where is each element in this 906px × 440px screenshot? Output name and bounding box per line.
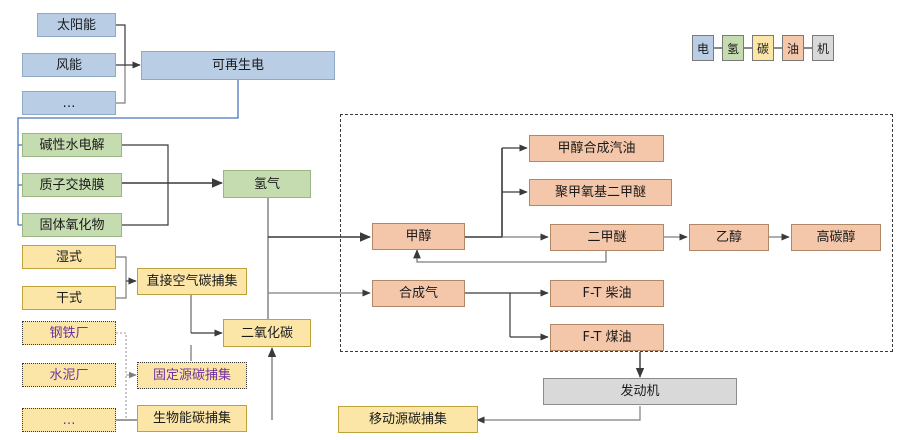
node-ft-diesel[interactable]: F-T 柴油 [550,280,664,307]
node-dry-sorbent[interactable]: 干式 [22,286,116,310]
node-solid-oxide-electrolysis[interactable]: 固体氧化物 [22,213,122,237]
node-point-source-capture-label: 固定源碳捕集 [152,368,231,383]
node-steel-plant-label: 钢铁厂 [49,325,89,341]
node-ethanol[interactable]: 乙醇 [689,224,769,251]
node-dimethyl-ether[interactable]: 二甲醚 [550,224,664,251]
node-steel-plant[interactable]: 钢铁厂 [22,321,116,345]
legend-label-carbon: 碳 [756,41,769,56]
node-bioenergy-capture-label: 生物能碳捕集 [152,411,231,426]
node-polyoxymethylene-dimethyl-ether-label: 聚甲氧基二甲醚 [554,185,646,200]
node-wet-sorbent-label: 湿式 [55,249,82,265]
node-higher-alcohol-label: 高碳醇 [816,230,856,245]
node-dimethyl-ether-label: 二甲醚 [587,230,627,245]
node-wet-sorbent[interactable]: 湿式 [22,245,116,269]
fuel-synthesis-group-frame [340,114,893,352]
node-other-source[interactable]: … [22,408,116,432]
node-engine-label: 发动机 [620,384,660,399]
legend-label-fuel: 油 [786,41,799,56]
node-wind-label: 风能 [55,57,82,73]
node-ft-kerosene-label: F-T 煤油 [582,330,632,345]
node-renewable-power[interactable]: 可再生电 [141,51,335,80]
node-pem-electrolysis[interactable]: 质子交换膜 [22,173,122,197]
legend-label-machine: 机 [816,41,829,56]
node-higher-alcohol[interactable]: 高碳醇 [791,224,881,251]
node-engine[interactable]: 发动机 [543,378,737,405]
legend-item-electricity: 电 [692,35,714,61]
legend-label-hydrogen: 氢 [726,41,739,56]
node-solar-label: 太阳能 [56,17,96,33]
node-cement-plant[interactable]: 水泥厂 [22,363,116,387]
node-ft-kerosene[interactable]: F-T 煤油 [550,324,664,351]
node-other-power-label: … [62,95,76,111]
legend-item-fuel: 油 [782,35,804,61]
legend-item-machine: 机 [812,35,834,61]
node-mobile-source-capture-label: 移动源碳捕集 [368,412,447,427]
node-dry-sorbent-label: 干式 [55,290,82,306]
node-ethanol-label: 乙醇 [715,230,742,245]
node-carbon-dioxide[interactable]: 二氧化碳 [223,319,311,347]
legend-label-electricity: 电 [696,41,709,56]
node-solid-oxide-electrolysis-label: 固体氧化物 [39,217,105,233]
node-other-power[interactable]: … [22,91,116,115]
node-alkaline-electrolysis[interactable]: 碱性水电解 [22,133,122,157]
node-bioenergy-capture[interactable]: 生物能碳捕集 [137,405,247,432]
node-mobile-source-capture[interactable]: 移动源碳捕集 [338,406,478,433]
node-wind[interactable]: 风能 [22,53,116,77]
node-pem-electrolysis-label: 质子交换膜 [39,177,105,193]
node-ft-diesel-label: F-T 柴油 [582,286,632,301]
node-direct-air-capture-label: 直接空气碳捕集 [146,274,238,289]
node-cement-plant-label: 水泥厂 [49,367,89,383]
node-direct-air-capture[interactable]: 直接空气碳捕集 [137,268,247,295]
node-methanol-label: 甲醇 [405,229,432,244]
node-syngas-label: 合成气 [398,286,438,301]
node-methanol[interactable]: 甲醇 [372,223,465,250]
node-hydrogen[interactable]: 氢气 [223,170,311,198]
node-other-source-label: … [62,412,76,428]
node-carbon-dioxide-label: 二氧化碳 [240,325,293,341]
legend-item-carbon: 碳 [752,35,774,61]
node-syngas[interactable]: 合成气 [372,280,465,307]
node-renewable-power-label: 可再生电 [211,58,264,73]
node-methanol-to-gasoline[interactable]: 甲醇合成汽油 [529,135,664,162]
node-hydrogen-label: 氢气 [253,176,280,192]
node-solar[interactable]: 太阳能 [37,13,116,37]
node-polyoxymethylene-dimethyl-ether[interactable]: 聚甲氧基二甲醚 [529,179,672,206]
legend-item-hydrogen: 氢 [722,35,744,61]
node-alkaline-electrolysis-label: 碱性水电解 [39,137,105,153]
node-methanol-to-gasoline-label: 甲醇合成汽油 [557,141,636,156]
node-point-source-capture[interactable]: 固定源碳捕集 [137,362,247,389]
